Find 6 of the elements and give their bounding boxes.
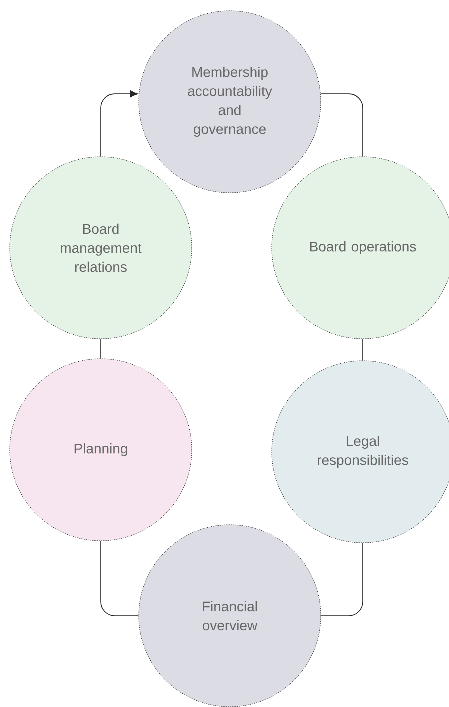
- connector: [100, 338, 102, 360]
- connector: [100, 90, 138, 158]
- connector: [100, 540, 140, 616]
- connector: [362, 338, 364, 362]
- connector: [320, 542, 364, 616]
- connector: [320, 94, 364, 158]
